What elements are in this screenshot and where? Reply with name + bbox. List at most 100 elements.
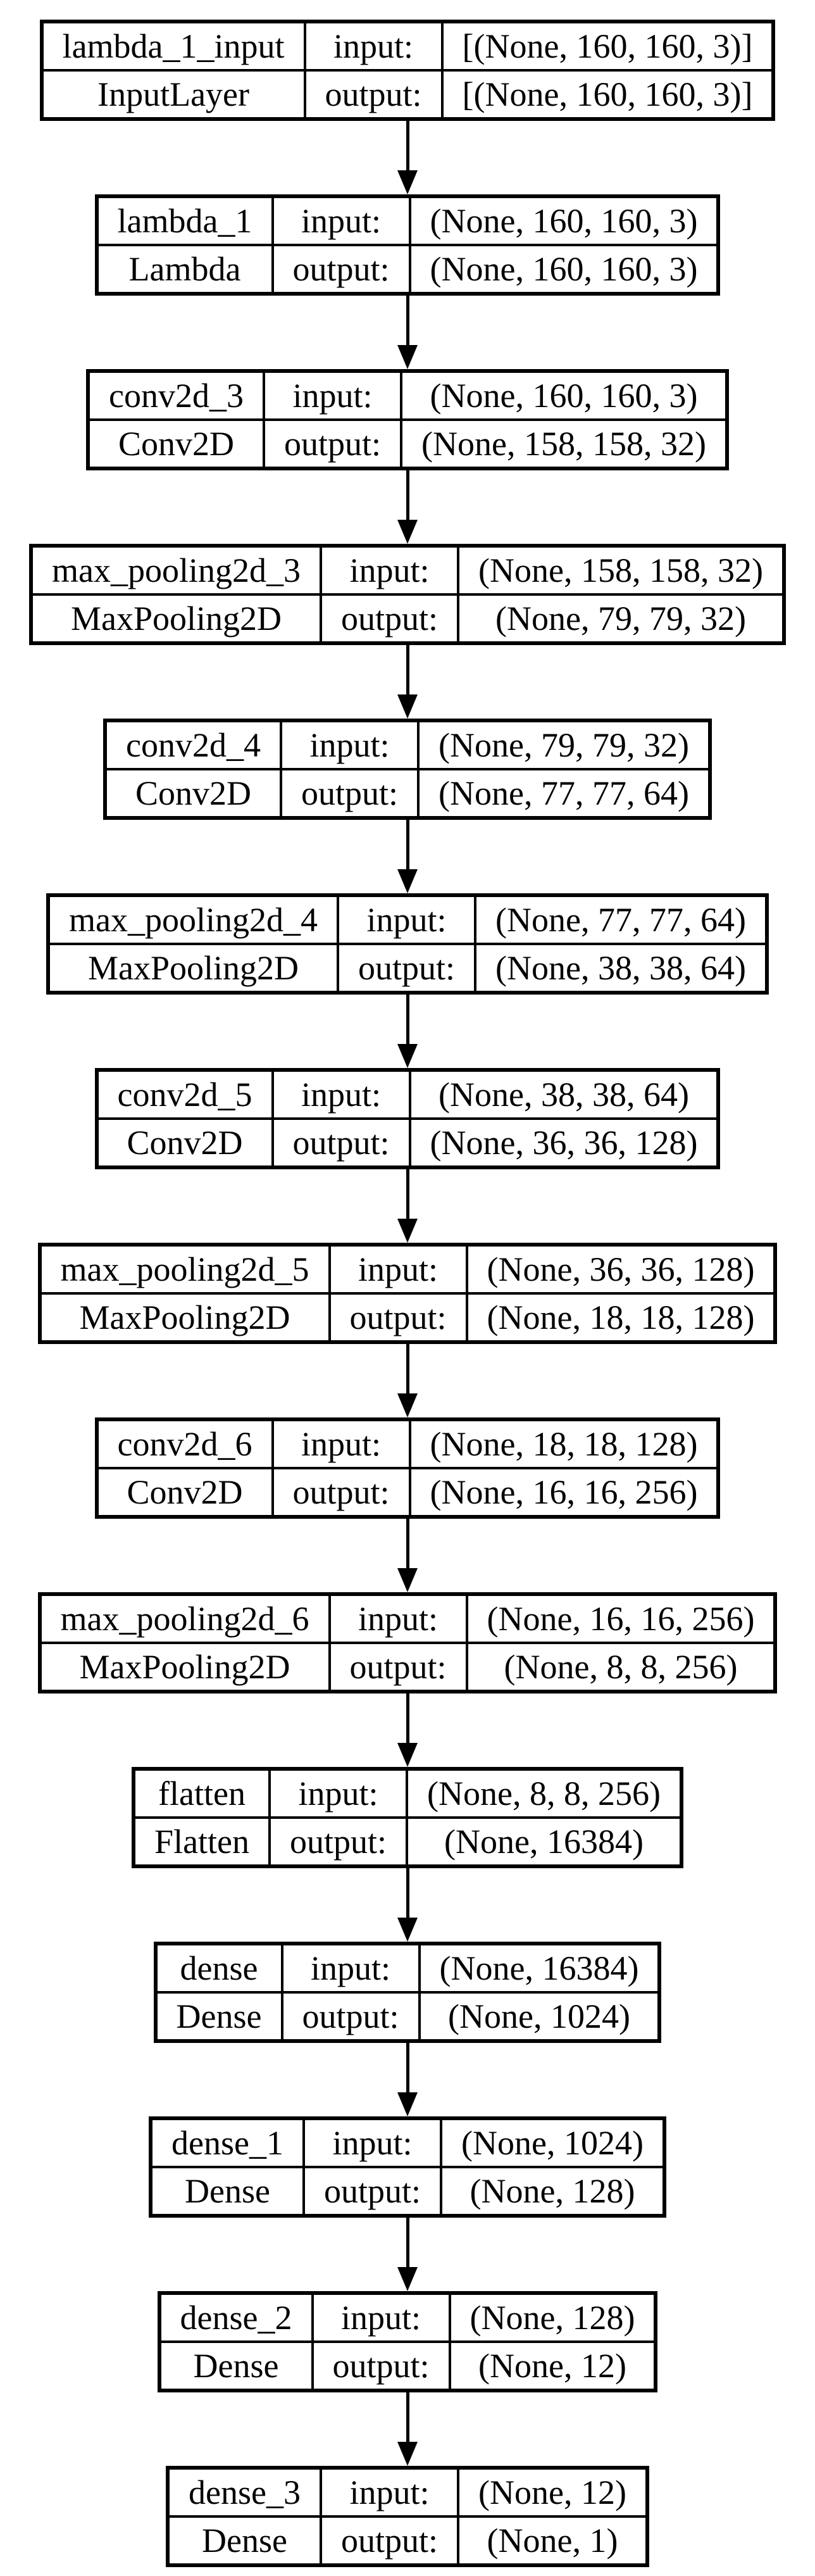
layer-name-cell: max_pooling2d_4 [47, 894, 340, 945]
layer-name-cell: lambda_1_input [40, 20, 306, 72]
arrow-head-icon [397, 1219, 418, 1243]
layer-input-row: lambda_1 input: (None, 160, 160, 3) [95, 195, 720, 246]
input-label: input: [309, 726, 390, 764]
flow-arrow [397, 2218, 418, 2291]
layer-type: InputLayer [97, 75, 249, 113]
layer-node-max_pooling2d_3: max_pooling2d_3 input: (None, 158, 158, … [29, 544, 786, 645]
output-shape-cell: (None, 36, 36, 128) [408, 1117, 720, 1169]
layer-name-cell: dense_1 [149, 2117, 305, 2168]
input-label-cell: input: [271, 195, 411, 246]
layer-type: Conv2D [118, 425, 235, 463]
output-shape-cell: (None, 18, 18, 128) [465, 1292, 777, 1343]
layer-type: MaxPooling2D [79, 1298, 290, 1336]
flow-arrow [397, 296, 418, 369]
output-shape-cell: (None, 158, 158, 32) [400, 418, 728, 470]
arrow-shaft [406, 296, 409, 345]
layer-type-cell: Lambda [95, 244, 274, 295]
output-shape: (None, 8, 8, 256) [504, 1648, 738, 1686]
output-label: output: [325, 75, 422, 113]
layer-output-row: MaxPooling2D output: (None, 79, 79, 32) [30, 593, 785, 644]
output-label: output: [292, 1473, 390, 1511]
output-label: output: [302, 1997, 399, 2035]
layer-name: dense [180, 1949, 258, 1987]
flow-arrow [397, 2043, 418, 2116]
arrow-shaft [406, 1344, 409, 1393]
arrow-shaft [406, 2043, 409, 2092]
output-shape: (None, 79, 79, 32) [495, 600, 746, 638]
input-shape-cell: (None, 77, 77, 64) [474, 894, 768, 945]
input-label-cell: input: [303, 20, 444, 72]
layer-type-cell: Conv2D [95, 1117, 274, 1169]
layer-name: dense_3 [189, 2473, 301, 2511]
input-shape: (None, 18, 18, 128) [430, 1425, 698, 1463]
output-label: output: [349, 1298, 447, 1336]
input-label-cell: input: [268, 1768, 409, 1819]
output-label-cell: output: [279, 768, 420, 819]
layer-node-dense_1: dense_1 input: (None, 1024) Dense output… [149, 2116, 666, 2218]
layer-node-conv2d_3: conv2d_3 input: (None, 160, 160, 3) Conv… [86, 369, 729, 470]
flow-arrow [397, 1519, 418, 1592]
layer-name: conv2d_6 [117, 1425, 252, 1463]
output-shape: (None, 77, 77, 64) [439, 774, 689, 812]
output-shape-cell: [(None, 160, 160, 3)] [440, 69, 775, 120]
input-shape: (None, 128) [470, 2299, 635, 2337]
output-label-cell: output: [319, 2515, 460, 2567]
arrow-head-icon [397, 2267, 418, 2291]
output-shape: [(None, 160, 160, 3)] [462, 75, 753, 113]
output-label-cell: output: [280, 1991, 421, 2042]
layer-name: max_pooling2d_5 [60, 1250, 309, 1288]
input-label-cell: input: [320, 544, 460, 596]
layer-input-row: max_pooling2d_4 input: (None, 77, 77, 64… [47, 894, 768, 945]
input-shape: [(None, 160, 160, 3)] [462, 27, 753, 65]
layer-type: MaxPooling2D [71, 600, 282, 638]
layer-output-row: MaxPooling2D output: (None, 8, 8, 256) [38, 1642, 777, 1693]
arrow-head-icon [397, 1044, 418, 1068]
flow-arrow [397, 995, 418, 1068]
output-shape: (None, 12) [478, 2347, 626, 2385]
layer-name-cell: dense_3 [166, 2466, 322, 2518]
flow-arrow [397, 1693, 418, 1767]
layer-output-row: InputLayer output: [(None, 160, 160, 3)] [40, 69, 775, 120]
arrow-head-icon [397, 1918, 418, 1942]
layer-name: flatten [158, 1775, 246, 1813]
flow-arrow [397, 645, 418, 719]
input-shape: (None, 77, 77, 64) [495, 901, 746, 939]
layer-name-cell: conv2d_6 [95, 1418, 274, 1469]
arrow-head-icon [397, 2442, 418, 2466]
layer-type-cell: Flatten [132, 1816, 271, 1868]
output-label-cell: output: [337, 943, 477, 994]
input-shape: (None, 16, 16, 256) [487, 1600, 755, 1638]
layer-name: max_pooling2d_6 [60, 1600, 309, 1638]
output-shape: (None, 16, 16, 256) [430, 1473, 698, 1511]
layer-name: dense_2 [180, 2299, 292, 2337]
layer-node-max_pooling2d_4: max_pooling2d_4 input: (None, 77, 77, 64… [46, 893, 769, 995]
output-label: output: [301, 774, 399, 812]
arrow-shaft [406, 2392, 409, 2442]
input-shape-cell: (None, 36, 36, 128) [465, 1243, 777, 1295]
input-shape: (None, 79, 79, 32) [439, 726, 689, 764]
input-label: input: [333, 27, 414, 65]
layer-type-cell: MaxPooling2D [38, 1292, 331, 1343]
output-shape: (None, 36, 36, 128) [430, 1124, 698, 1162]
layer-input-row: dense_1 input: (None, 1024) [149, 2117, 666, 2168]
input-label-cell: input: [271, 1069, 411, 1120]
arrow-head-icon [397, 1568, 418, 1592]
arrow-head-icon [397, 869, 418, 893]
layer-name: max_pooling2d_4 [69, 901, 318, 939]
layer-name: lambda_1 [117, 202, 252, 240]
output-shape: (None, 18, 18, 128) [487, 1298, 755, 1336]
layer-name-cell: conv2d_4 [104, 719, 282, 770]
input-shape-cell: (None, 79, 79, 32) [417, 719, 711, 770]
output-shape-cell: (None, 8, 8, 256) [465, 1642, 777, 1693]
layer-type: Flatten [154, 1823, 250, 1861]
input-shape-cell: (None, 1024) [440, 2117, 666, 2168]
output-label: output: [292, 1124, 390, 1162]
layer-input-row: dense input: (None, 16384) [154, 1942, 661, 1994]
arrow-shaft [406, 1169, 409, 1219]
input-shape: (None, 160, 160, 3) [430, 202, 698, 240]
arrow-head-icon [397, 2092, 418, 2116]
layer-input-row: conv2d_4 input: (None, 79, 79, 32) [104, 719, 711, 770]
layer-output-row: MaxPooling2D output: (None, 18, 18, 128) [38, 1292, 777, 1343]
layer-output-row: MaxPooling2D output: (None, 38, 38, 64) [47, 943, 768, 994]
